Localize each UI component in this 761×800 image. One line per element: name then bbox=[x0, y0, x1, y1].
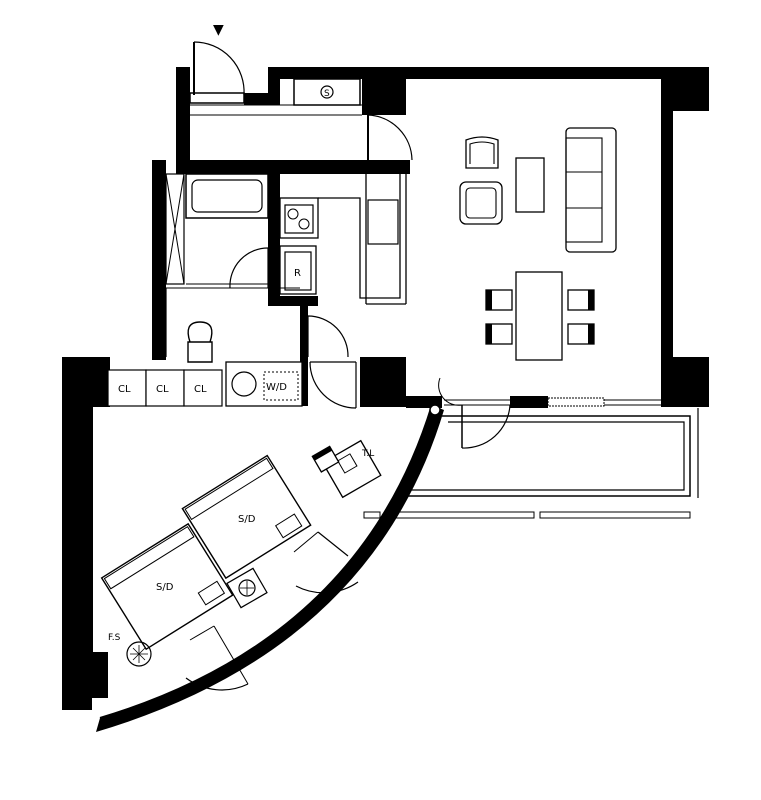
toilet-icon bbox=[187, 321, 213, 363]
floor-service-icon bbox=[126, 641, 152, 667]
bed-2 bbox=[100, 522, 234, 651]
balcony bbox=[363, 377, 699, 519]
bedroom: T.L S/D S/D F.S bbox=[100, 439, 382, 691]
closets: CL CL CL W/D bbox=[107, 361, 303, 407]
entrance-arrow-icon: ▼ bbox=[213, 22, 224, 38]
toilet-room bbox=[165, 287, 349, 363]
stove-icon bbox=[284, 204, 314, 234]
bed-1 bbox=[181, 454, 312, 580]
toilet-area-label: T.L bbox=[361, 449, 374, 459]
sofa bbox=[565, 127, 617, 253]
living-room bbox=[459, 127, 617, 361]
desk-chair bbox=[311, 445, 340, 473]
curved-wall bbox=[96, 405, 444, 732]
dining-chairs bbox=[485, 289, 595, 345]
armchair-2 bbox=[459, 181, 503, 225]
entrance-door bbox=[189, 41, 245, 104]
storage-shelf: S bbox=[293, 78, 361, 106]
structural-walls bbox=[62, 67, 709, 710]
dining-table bbox=[515, 271, 563, 361]
closet-label-1: CL bbox=[118, 384, 131, 395]
storage-label: S bbox=[324, 89, 330, 99]
floor-service-label: F.S bbox=[108, 633, 121, 643]
desk bbox=[321, 439, 382, 499]
armchair-1 bbox=[465, 136, 499, 169]
sink-icon bbox=[367, 199, 399, 245]
closet-label-2: CL bbox=[156, 384, 169, 395]
washer-dryer-label: W/D bbox=[266, 382, 287, 393]
living-door bbox=[367, 114, 413, 161]
closet-label-3: CL bbox=[194, 384, 207, 395]
bed-1-label: S/D bbox=[238, 514, 256, 525]
bathroom bbox=[165, 173, 269, 289]
bed-2-label: S/D bbox=[156, 582, 174, 593]
kitchen: R bbox=[279, 174, 407, 305]
lamp-icon bbox=[238, 579, 256, 597]
coffee-table bbox=[515, 157, 545, 213]
washer-icon bbox=[231, 371, 257, 397]
corridor-door bbox=[309, 361, 357, 409]
fridge-label: R bbox=[294, 268, 301, 279]
